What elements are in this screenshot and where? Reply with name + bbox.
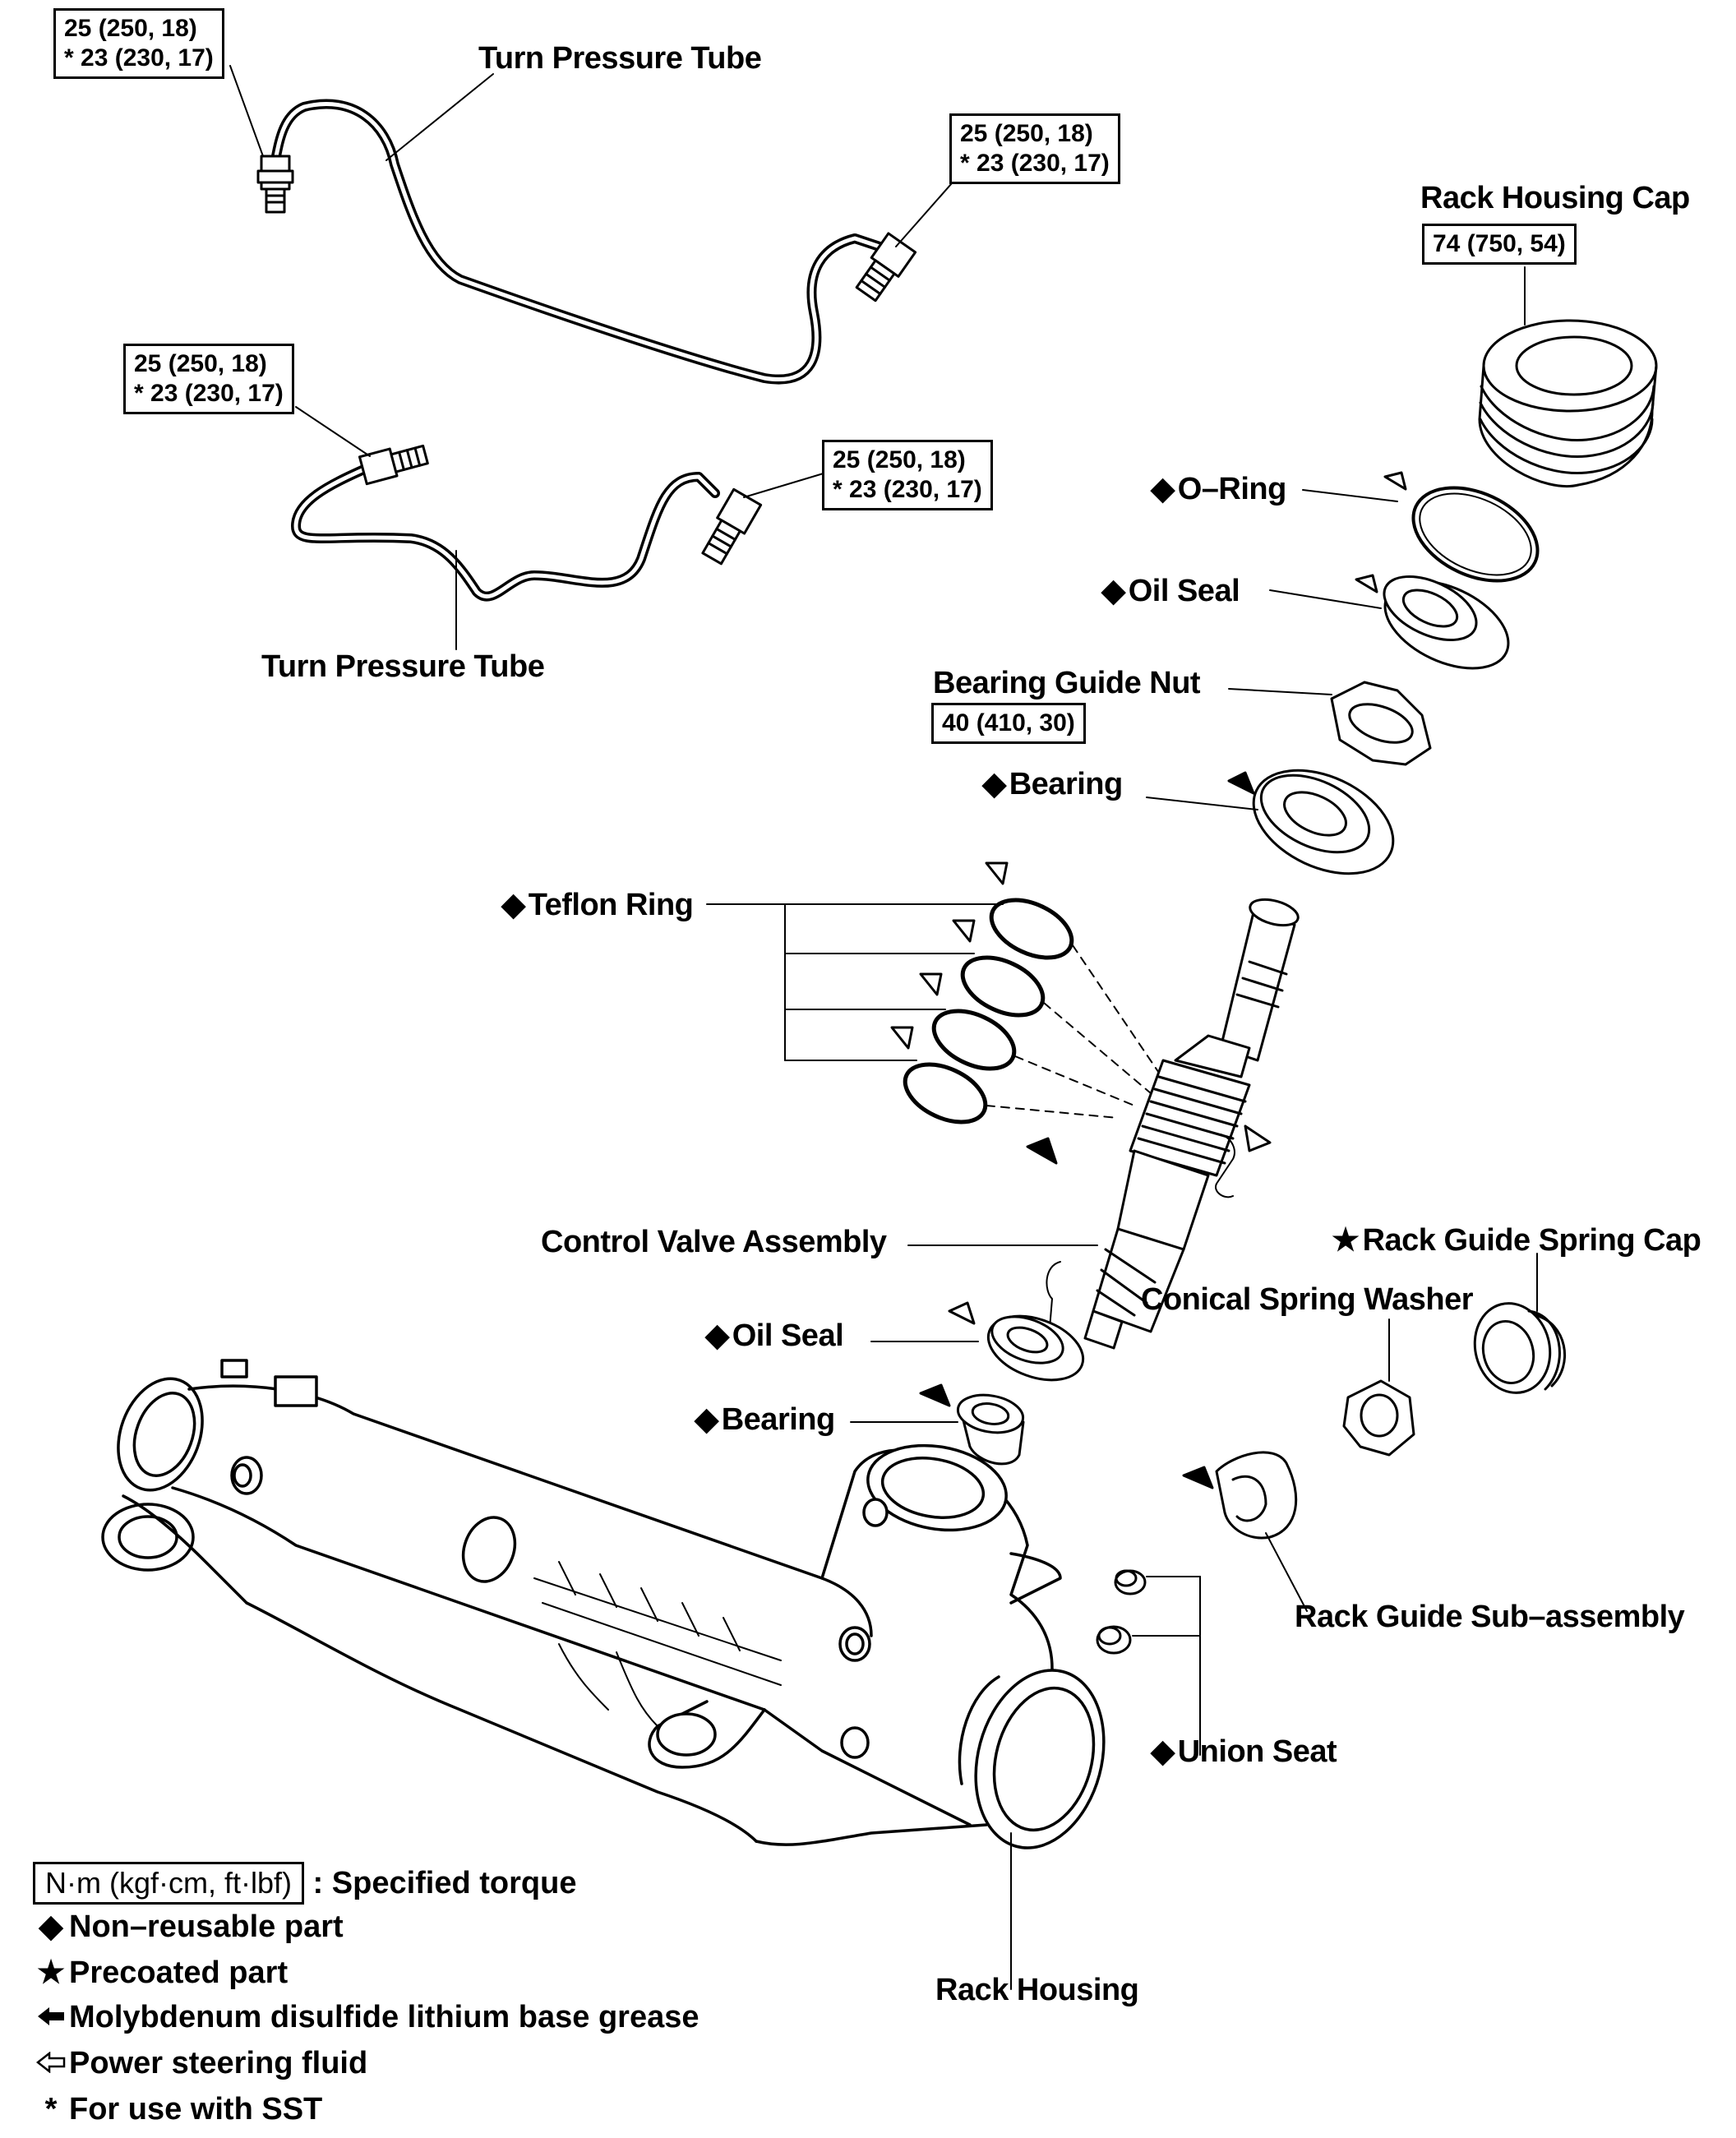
- label-bearing-upper: ◆Bearing: [982, 767, 1123, 801]
- label-bearing-guide-nut: Bearing Guide Nut: [933, 666, 1201, 700]
- star-icon: ★: [36, 1956, 66, 1990]
- star-icon: ★: [1332, 1223, 1360, 1258]
- label-bearing-lower: ◆Bearing: [695, 1402, 835, 1437]
- label-rack-guide-spring-cap: ★Rack Guide Spring Cap: [1332, 1223, 1701, 1258]
- legend-ps-fluid: Power steering fluid: [33, 2046, 699, 2092]
- torque-value-sst: * 23 (230, 17): [833, 476, 982, 503]
- oil-seal-lower-part: [870, 1301, 1085, 1382]
- oil-seal-upper-part: [1269, 574, 1510, 670]
- legend-torque-text: : Specified torque: [312, 1866, 577, 1900]
- label-conical-spring-washer: Conical Spring Washer: [1141, 1282, 1474, 1317]
- rack-guide-part: [1182, 1451, 1308, 1612]
- label-oil-seal-upper: ◆Oil Seal: [1101, 574, 1240, 608]
- diamond-icon: ◆: [982, 767, 1006, 801]
- torque-value: 40 (410, 30): [942, 709, 1075, 737]
- label-rack-housing: Rack Housing: [935, 1973, 1139, 2007]
- diamond-icon: ◆: [1151, 1734, 1175, 1769]
- legend-moly-grease: Molybdenum disulfide lithium base grease: [33, 2000, 699, 2046]
- bearing-guide-nut-part: [1228, 681, 1432, 766]
- torque-value: 25 (250, 18): [134, 350, 267, 377]
- union-seats-part: [1096, 1569, 1201, 1756]
- torque-value-sst: * 23 (230, 17): [64, 44, 214, 72]
- legend-precoated: ★Precoated part: [33, 1954, 699, 2000]
- diamond-icon: ◆: [1101, 574, 1125, 608]
- control-valve-part: [907, 898, 1300, 1365]
- diamond-icon: ◆: [695, 1402, 718, 1437]
- torque-box-bearing-guide-nut: 40 (410, 30): [931, 703, 1086, 744]
- legend-non-reusable: ◆Non–reusable part: [33, 1908, 699, 1954]
- hollow-arrow-icon: [33, 2046, 69, 2081]
- torque-box-tube-top-right: 25 (250, 18) * 23 (230, 17): [949, 113, 1120, 184]
- torque-value: 25 (250, 18): [833, 446, 966, 473]
- torque-box-rack-housing-cap: 74 (750, 54): [1422, 224, 1577, 265]
- rack-guide-spring-cap-part: [1473, 1253, 1567, 1394]
- label-union-seat: ◆Union Seat: [1151, 1734, 1337, 1769]
- lower-turn-pressure-tube: [291, 444, 763, 650]
- torque-value: 25 (250, 18): [64, 15, 197, 42]
- rack-housing-part: [101, 1359, 1106, 1990]
- bearing-lower-part: [850, 1383, 1025, 1466]
- solid-arrow-icon: [33, 2000, 69, 2035]
- label-o-ring: ◆O–Ring: [1151, 472, 1286, 506]
- asterisk-mark: *: [44, 2092, 58, 2126]
- diamond-icon: ◆: [705, 1318, 729, 1353]
- label-turn-pressure-tube-top: Turn Pressure Tube: [478, 41, 762, 76]
- label-teflon-ring: ◆Teflon Ring: [501, 888, 694, 922]
- torque-value: 74 (750, 54): [1433, 230, 1566, 257]
- diamond-icon: ◆: [501, 888, 525, 922]
- torque-box-tube-top-left: 25 (250, 18) * 23 (230, 17): [53, 8, 224, 79]
- torque-box-tube-bottom-right: 25 (250, 18) * 23 (230, 17): [822, 440, 993, 510]
- legend-torque: N·m (kgf·cm, ft·lbf) : Specified torque: [33, 1862, 699, 1908]
- conical-spring-washer-part: [1342, 1318, 1415, 1457]
- legend: N·m (kgf·cm, ft·lbf) : Specified torque …: [33, 1862, 699, 2138]
- torque-box-tube-bottom-left: 25 (250, 18) * 23 (230, 17): [123, 344, 294, 414]
- diamond-icon: ◆: [39, 1909, 63, 1944]
- label-oil-seal-lower: ◆Oil Seal: [705, 1318, 844, 1353]
- teflon-rings-part: [706, 861, 1168, 1124]
- legend-sst: *For use with SST: [33, 2092, 699, 2138]
- bearing-upper-part: [1146, 769, 1395, 875]
- o-ring-part: [1302, 471, 1540, 583]
- label-control-valve-assembly: Control Valve Assembly: [541, 1225, 887, 1259]
- label-rack-guide-sub-assembly: Rack Guide Sub–assembly: [1295, 1600, 1685, 1634]
- torque-value-sst: * 23 (230, 17): [960, 150, 1110, 177]
- torque-value-sst: * 23 (230, 17): [134, 380, 284, 407]
- torque-value: 25 (250, 18): [960, 120, 1093, 147]
- label-turn-pressure-tube-bottom: Turn Pressure Tube: [261, 649, 545, 684]
- diamond-icon: ◆: [1151, 472, 1175, 506]
- label-rack-housing-cap: Rack Housing Cap: [1420, 181, 1690, 215]
- upper-turn-pressure-tube: [256, 73, 917, 385]
- legend-torque-box: N·m (kgf·cm, ft·lbf): [33, 1862, 304, 1905]
- rack-housing-cap-part: [1478, 266, 1658, 487]
